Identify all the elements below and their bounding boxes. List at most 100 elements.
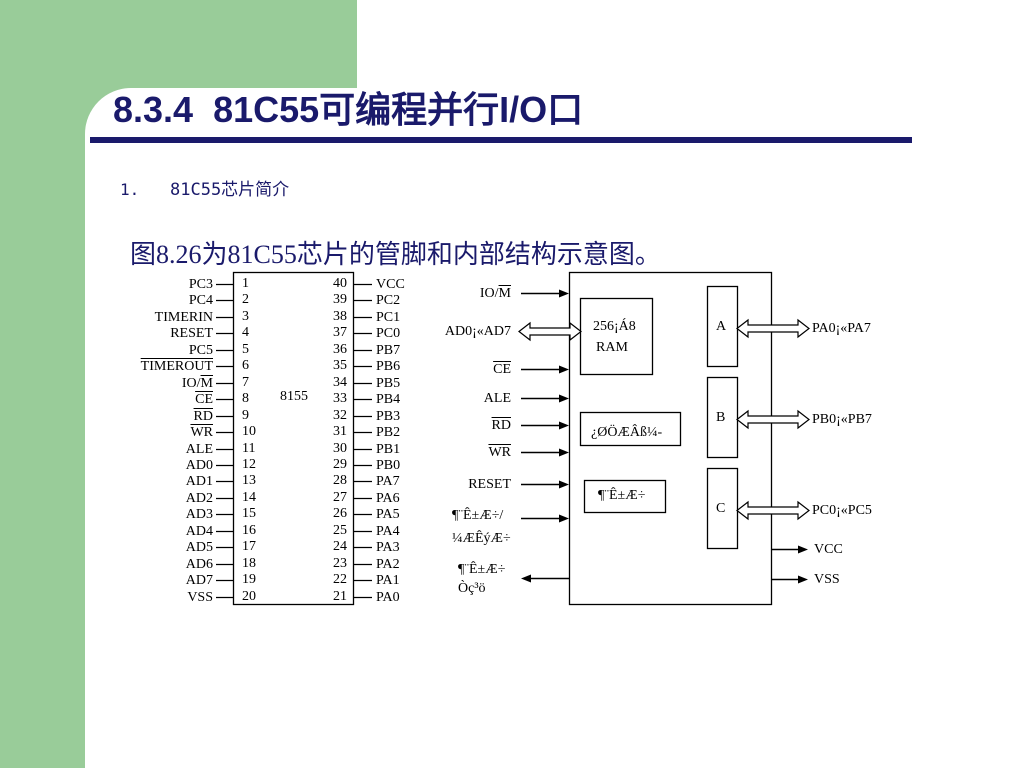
- address-data-bus-arrow: [518, 321, 582, 342]
- pin-label-right: PB2: [376, 424, 401, 440]
- list-item-number: 1.: [120, 180, 140, 199]
- pin-number-right: 28: [333, 472, 347, 488]
- pin-number-left: 2: [242, 291, 249, 307]
- pin-label-text: PC3: [188, 276, 213, 292]
- signal-label-text: AD0¡«AD7: [444, 323, 511, 339]
- pin-label-right: PB0: [376, 457, 401, 473]
- control-logic-label: ¿ØÖÆÂß¼-: [591, 425, 663, 440]
- pin-label-right: PA6: [376, 490, 400, 506]
- pin-number-left: 16: [242, 522, 256, 538]
- pin-label-left: AD0: [186, 457, 213, 475]
- port-block: [706, 376, 739, 459]
- pin-number-left: 4: [242, 324, 249, 340]
- pin-label-right: PA7: [376, 473, 400, 489]
- signal-label: CE: [493, 361, 511, 379]
- ram-name: RAM: [596, 340, 628, 355]
- figure-caption: 图8.26为81C55芯片的管脚和内部结构示意图。: [130, 240, 661, 269]
- power-label: VSS: [814, 571, 840, 587]
- pin-number-left: 15: [242, 505, 256, 521]
- pin-label-left: ALE: [186, 441, 213, 459]
- signal-label-active-low: RD: [491, 417, 511, 433]
- pin-label-right: VCC: [376, 276, 405, 292]
- pin-number-right: 21: [333, 588, 347, 604]
- pin-label-text: AD7: [185, 572, 213, 588]
- pin-number-left: 19: [242, 571, 256, 587]
- signal-in-arrow-head: [559, 480, 569, 489]
- port-bus-label: PB0¡«PB7: [812, 411, 872, 427]
- pin-number-right: 40: [333, 275, 347, 291]
- pin-label-left: AD2: [186, 490, 213, 508]
- slide-panel: [85, 88, 1024, 768]
- signal-in-arrow-head: [559, 421, 569, 430]
- power-arrow-head: [798, 545, 808, 554]
- signal-label-line: ¶¨Ê±Æ÷/: [452, 508, 504, 523]
- signal-label-active-low: M: [498, 285, 511, 301]
- timer-block: [583, 479, 667, 514]
- ram-block: [579, 297, 654, 376]
- pin-number-right: 26: [333, 505, 347, 521]
- signal-label-active-low: CE: [493, 361, 511, 377]
- pin-number-left: 5: [242, 341, 249, 357]
- pin-label-left: TIMERIN: [155, 309, 213, 327]
- signal-in-arrow-head: [559, 448, 569, 457]
- pin-label-right: PA3: [376, 539, 400, 555]
- signal-label: RESET: [468, 476, 511, 494]
- pin-label-left: CE: [195, 391, 213, 409]
- pin-label-text: AD6: [185, 556, 213, 572]
- pin-label-text: TIMERIN: [154, 309, 213, 325]
- pin-label-right: PB6: [376, 358, 401, 374]
- pin-label-text: AD0: [185, 457, 213, 473]
- signal-in-arrow-head: [559, 394, 569, 403]
- pin-label-right: PC2: [376, 292, 401, 308]
- pin-label-left: AD4: [186, 523, 213, 541]
- pin-label-text: AD5: [185, 539, 213, 555]
- list-item-text: 81C55芯片简介: [170, 180, 290, 200]
- pin-number-right: 39: [333, 291, 347, 307]
- pin-number-right: 27: [333, 489, 347, 505]
- pin-number-left: 11: [242, 440, 256, 456]
- pin-number-left: 20: [242, 588, 256, 604]
- pin-label-active-low: TIMEROUT: [140, 358, 213, 374]
- pin-number-right: 22: [333, 571, 347, 587]
- pin-number-right: 25: [333, 522, 347, 538]
- pin-label-right: PB3: [376, 408, 401, 424]
- pin-number-left: 10: [242, 423, 256, 439]
- pin-number-right: 38: [333, 308, 347, 324]
- port-bus-arrow: [736, 409, 810, 430]
- pin-label-right: PC0: [376, 325, 401, 341]
- pin-label-right: PA0: [376, 589, 400, 605]
- pin-number-right: 33: [333, 390, 347, 406]
- ram-size: 256¡Á8: [593, 319, 636, 334]
- port-bus-arrow: [736, 318, 810, 339]
- signal-in-arrow-head: [559, 365, 569, 374]
- signal-label-text: ALE: [483, 390, 511, 406]
- port-block: [706, 285, 739, 368]
- pin-label-active-low: RD: [193, 408, 213, 424]
- control-logic-block: [579, 411, 682, 447]
- pin-number-right: 37: [333, 324, 347, 340]
- pin-number-left: 1: [242, 275, 249, 291]
- pin-label-left: TIMEROUT: [141, 358, 213, 376]
- slide-title: 8.3.4 81C55可编程并行I/O口: [113, 89, 584, 130]
- pin-number-left: 18: [242, 555, 256, 571]
- signal-label: WR: [488, 444, 511, 462]
- port-bus-arrow: [736, 500, 810, 521]
- pin-label-left: PC4: [189, 292, 213, 310]
- signal-label-line: Òç³ö: [458, 581, 486, 596]
- pin-number-right: 36: [333, 341, 347, 357]
- title-underline: [90, 137, 912, 143]
- pin-label-left: RD: [194, 408, 213, 426]
- pin-number-left: 14: [242, 489, 256, 505]
- power-label: VCC: [814, 541, 843, 557]
- pin-label-active-low: WR: [190, 424, 213, 440]
- pin-number-right: 23: [333, 555, 347, 571]
- pin-number-left: 9: [242, 407, 249, 423]
- pin-label-text: ALE: [185, 441, 213, 457]
- port-bus-label: PC0¡«PC5: [812, 502, 872, 518]
- pin-number-right: 29: [333, 456, 347, 472]
- signal-label-line: ¶¨Ê±Æ÷: [458, 562, 506, 577]
- signal-label: ALE: [484, 390, 511, 408]
- pin-label-text: IO/: [181, 375, 201, 391]
